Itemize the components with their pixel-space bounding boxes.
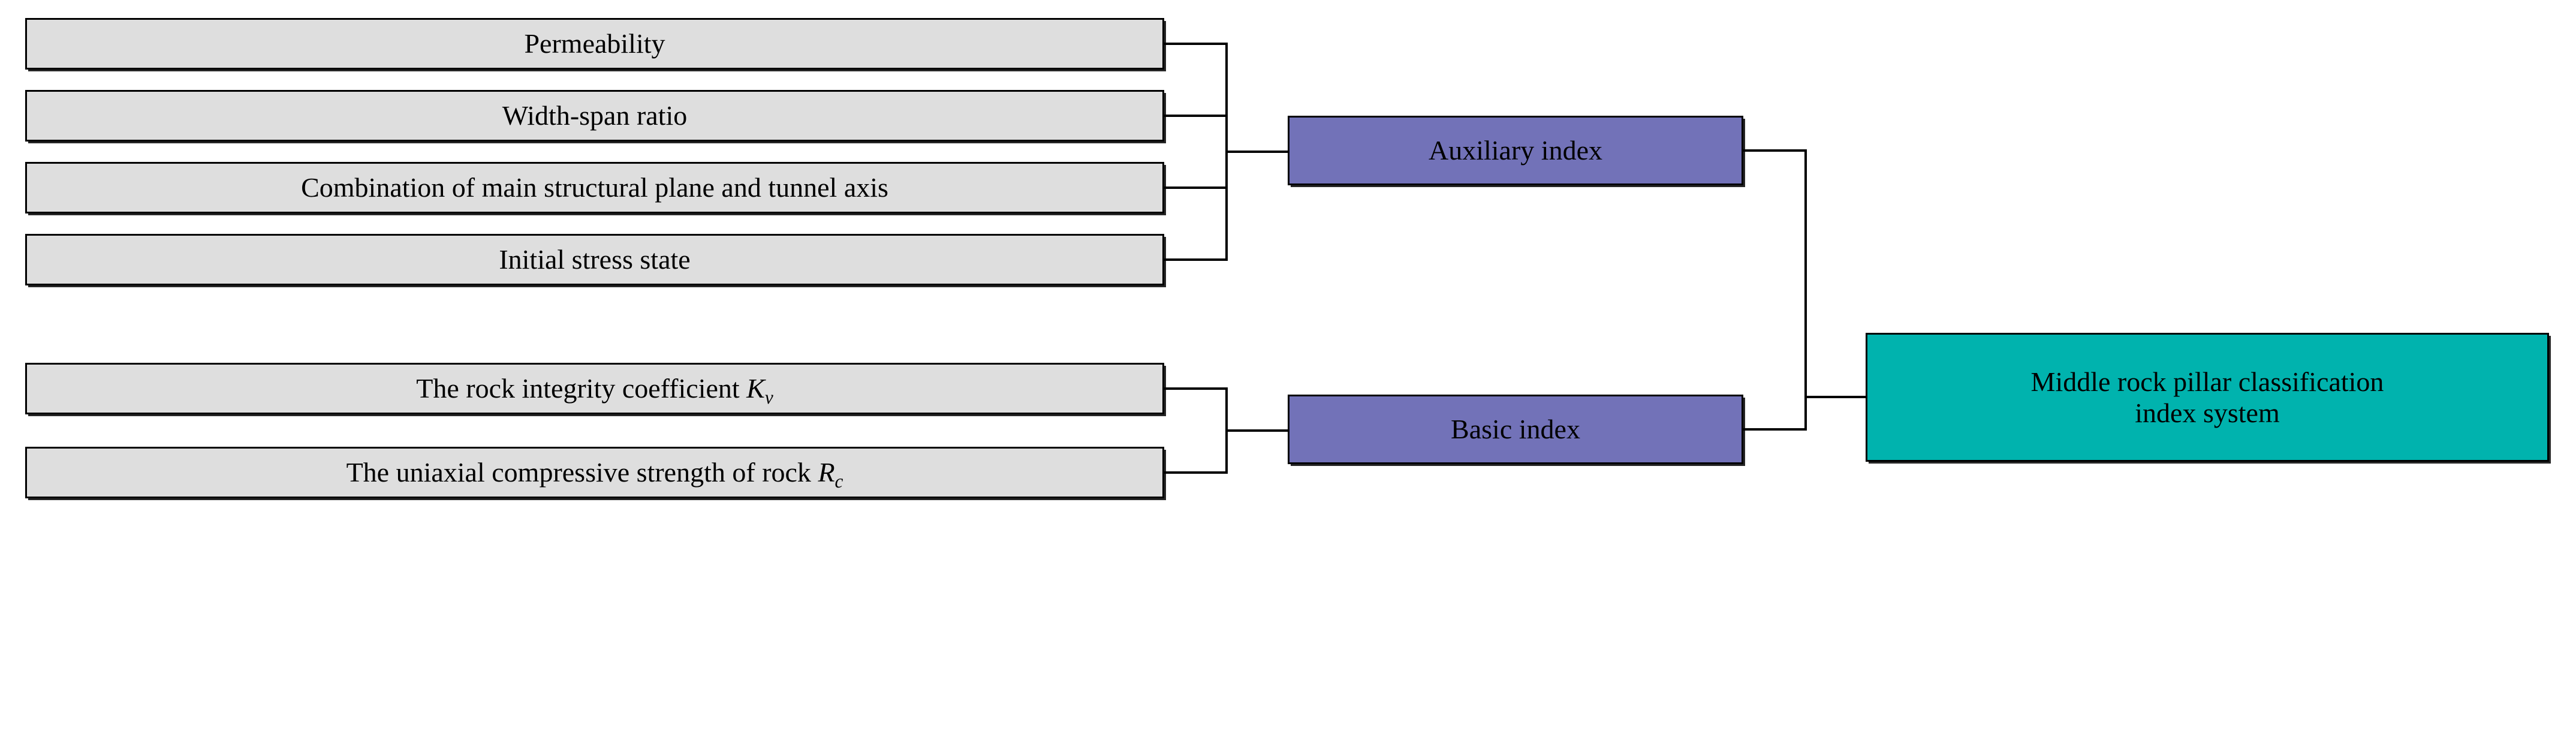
leaf-box-structural-plane-tunnel-axis[interactable]: Combination of main structural plane and…: [25, 162, 1164, 213]
leaf-label-structural-plane-tunnel-axis: Combination of main structural plane and…: [301, 172, 888, 203]
leaf-label-initial-stress-state: Initial stress state: [499, 244, 691, 275]
root-box-middle-rock-pillar-classification-index-system[interactable]: Middle rock pillar classification index …: [1866, 333, 2549, 462]
connector-stub-basic-index: [1743, 428, 1807, 431]
connector-stub-permeability: [1164, 43, 1228, 45]
group-label-basic-index: Basic index: [1451, 414, 1580, 445]
connector-stub-width-span-ratio: [1164, 115, 1228, 117]
leaf-label-uniaxial-compressive-strength: The uniaxial compressive strength of roc…: [346, 457, 843, 491]
leaf-box-initial-stress-state[interactable]: Initial stress state: [25, 234, 1164, 285]
leaf-subscript-uniaxial-compressive-strength: c: [834, 471, 843, 492]
leaf-label-rock-integrity-coefficient: The rock integrity coefficient Kv: [416, 373, 773, 407]
connector-auxiliary-spine-to-box: [1225, 151, 1289, 153]
leaf-label-width-span-ratio: Width-span ratio: [502, 100, 688, 131]
leaf-text-prefix-uniaxial-compressive-strength: The uniaxial compressive strength of roc…: [346, 457, 818, 488]
group-label-auxiliary-index: Auxiliary index: [1429, 135, 1602, 166]
leaf-symbol-uniaxial-compressive-strength: R: [818, 457, 835, 488]
root-label-line1: Middle rock pillar classification: [2030, 366, 2384, 397]
connector-stub-rock-integrity-coefficient: [1164, 387, 1228, 390]
connector-stub-structural-plane-tunnel-axis: [1164, 187, 1228, 189]
leaf-subscript-rock-integrity-coefficient: v: [764, 387, 773, 408]
connector-basic-spine-to-box: [1225, 429, 1289, 432]
leaf-text-prefix-rock-integrity-coefficient: The rock integrity coefficient: [416, 373, 747, 404]
leaf-symbol-rock-integrity-coefficient: K: [746, 373, 765, 404]
leaf-box-width-span-ratio[interactable]: Width-span ratio: [25, 90, 1164, 142]
leaf-box-rock-integrity-coefficient[interactable]: The rock integrity coefficient Kv: [25, 363, 1164, 414]
leaf-box-uniaxial-compressive-strength[interactable]: The uniaxial compressive strength of roc…: [25, 447, 1164, 498]
leaf-label-permeability: Permeability: [524, 28, 665, 59]
connector-spine-root: [1804, 149, 1807, 431]
group-box-basic-index[interactable]: Basic index: [1288, 395, 1743, 464]
connector-stub-auxiliary-index: [1743, 149, 1807, 152]
connector-root-spine-to-box: [1804, 396, 1868, 398]
connector-stub-uniaxial-compressive-strength: [1164, 471, 1228, 474]
connector-stub-initial-stress-state: [1164, 258, 1228, 261]
leaf-box-permeability[interactable]: Permeability: [25, 18, 1164, 70]
group-box-auxiliary-index[interactable]: Auxiliary index: [1288, 116, 1743, 185]
root-label-line2: index system: [2135, 397, 2280, 428]
